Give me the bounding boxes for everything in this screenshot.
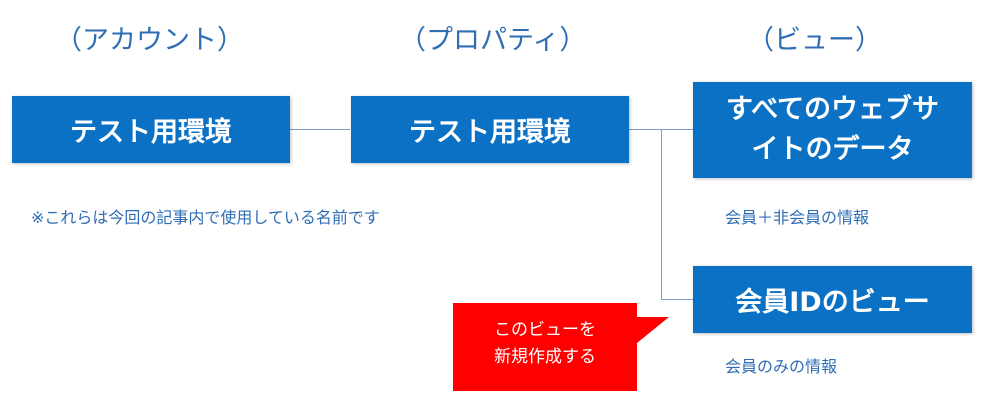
callout-text: このビューを 新規作成する <box>453 317 637 371</box>
view-all-box-line2: イトのデータ <box>751 134 914 165</box>
callout-shape <box>453 303 669 391</box>
member-view-box-label: 会員IDのビュー <box>735 287 930 318</box>
header-property: （プロパティ） <box>399 25 587 56</box>
callout-line1: このビューを <box>494 320 596 340</box>
account-box: テスト用環境 <box>12 96 290 163</box>
connector-to-member-view <box>661 299 693 300</box>
view-all-box: すべてのウェブサ イトのデータ <box>693 82 972 178</box>
view-all-info: 会員＋非会員の情報 <box>725 208 870 227</box>
callout: このビューを 新規作成する <box>453 303 693 393</box>
member-view-info: 会員のみの情報 <box>725 357 838 376</box>
member-view-box: 会員IDのビュー <box>693 266 972 333</box>
property-box-label: テスト用環境 <box>409 117 571 148</box>
callout-line2: 新規作成する <box>494 347 596 367</box>
view-all-box-line1: すべてのウェブサ <box>725 94 940 125</box>
connector-vertical <box>661 129 662 300</box>
naming-note: ※これらは今回の記事内で使用している名前です <box>31 208 380 227</box>
property-box: テスト用環境 <box>351 96 629 163</box>
header-account: （アカウント） <box>55 25 244 56</box>
connector-account-property <box>290 129 350 130</box>
account-box-label: テスト用環境 <box>70 117 232 148</box>
header-view: （ビュー） <box>747 25 882 56</box>
